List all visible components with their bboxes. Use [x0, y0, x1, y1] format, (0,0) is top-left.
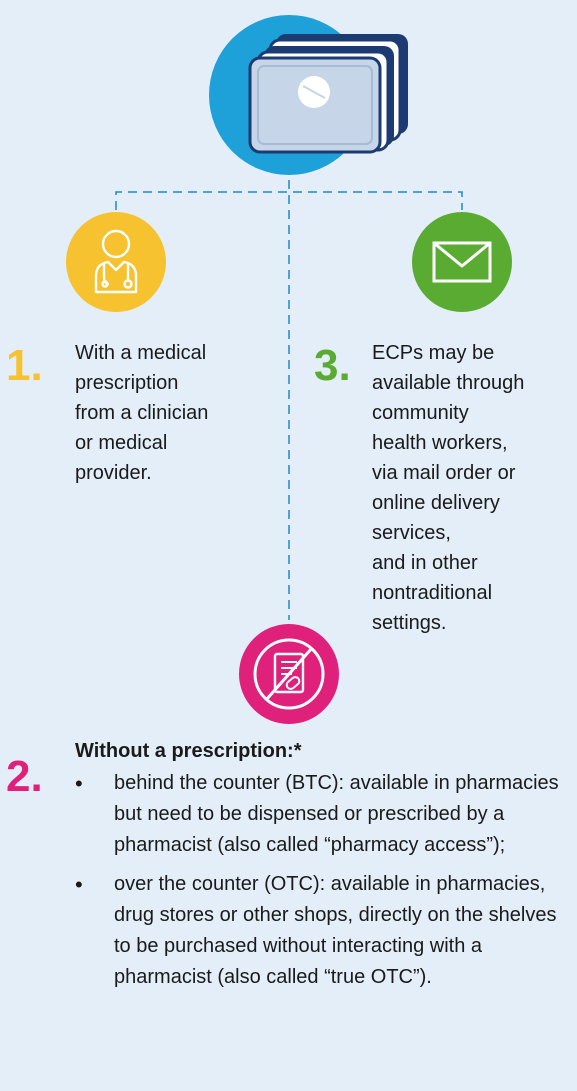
step-3-text: ECPs may be available through community …: [372, 342, 525, 634]
bullet-icon: •: [75, 872, 83, 897]
bullet-text: behind the counter (BTC): available in p…: [114, 772, 559, 856]
bullet-text: over the counter (OTC): available in pha…: [114, 873, 557, 988]
doctor-icon: [66, 212, 166, 312]
connector-lines: [115, 180, 463, 620]
list-item: • over the counter (OTC): available in p…: [70, 869, 570, 993]
pill-pack-icon: [209, 15, 408, 175]
envelope-icon: [412, 212, 512, 312]
step-1-text: With a medical prescription from a clini…: [75, 342, 209, 484]
list-item: • behind the counter (BTC): available in…: [70, 768, 570, 861]
step-2-heading: Without a prescription:*: [75, 740, 302, 762]
no-prescription-icon: [239, 624, 339, 724]
bullet-icon: •: [75, 771, 83, 796]
step-2-number: 2.: [6, 752, 43, 801]
step-3-number: 3.: [314, 341, 351, 390]
step-1-number: 1.: [6, 341, 43, 390]
step-2-bullet-list: • behind the counter (BTC): available in…: [70, 768, 570, 1001]
